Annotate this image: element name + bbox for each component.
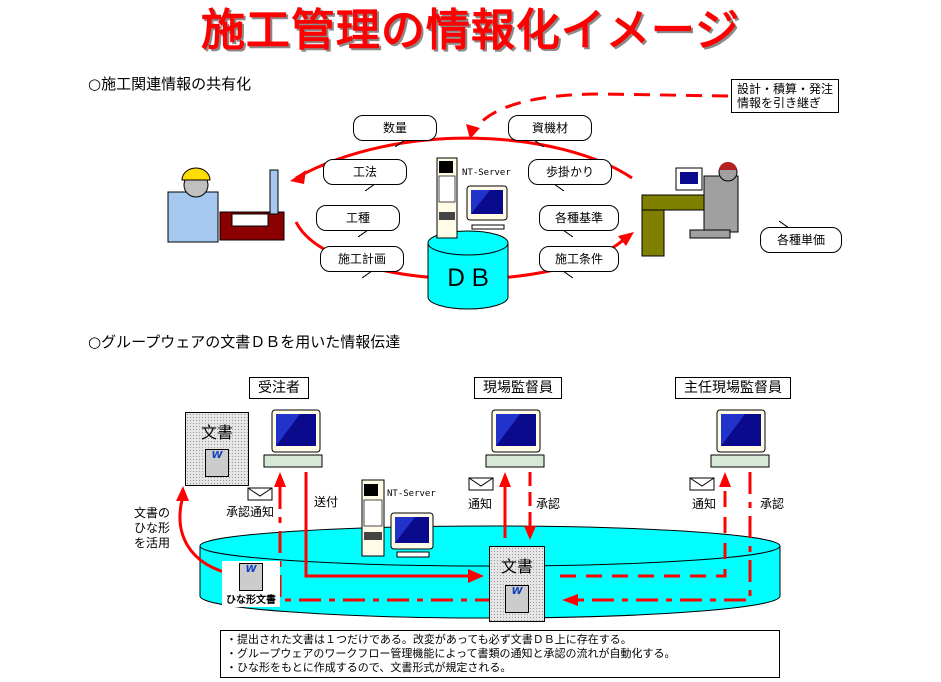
template-usage-arrow: [178, 499, 237, 577]
document-file-icon: W: [205, 449, 229, 477]
send-label: 送付: [314, 495, 339, 509]
document-label: 文書: [200, 423, 233, 442]
approve-label-1: 承認: [536, 497, 561, 511]
cycle-arrowhead-right: [618, 232, 634, 246]
template-usage-label: 文書の ひな形 を活用: [134, 506, 170, 551]
approve-label-2: 承認: [760, 497, 785, 511]
server-icon: [361, 479, 385, 557]
contractor-pc-icon: [263, 409, 323, 468]
approval-notice-arrowhead: [274, 472, 286, 487]
page-title: 施工管理の情報化イメージ: [200, 5, 741, 56]
db-document-card: 文書 W: [489, 546, 545, 622]
note-line: ・提出された文書は１つだけである。改変があっても必ず文書ＤＢ上に存在する。: [226, 633, 632, 646]
role-contractor: 受注者: [249, 377, 309, 399]
server-label: NT-Server: [462, 168, 511, 178]
template-usage-line-2: ひな形: [134, 521, 171, 535]
template-usage-line-1: 文書の: [134, 506, 171, 520]
bubble-work-type: 工種: [316, 205, 400, 237]
document-label: 文書: [500, 557, 533, 576]
handover-note-line-2: 情報を引き継ぎ: [737, 96, 822, 110]
notify-label-1: 通知: [468, 497, 493, 511]
office-worker-icon: [641, 162, 739, 257]
template-document-label: ひな形文書: [226, 595, 276, 606]
handover-dashed-arrow: [473, 92, 729, 131]
role-chief-site-supervisor: 主任現場監督員: [675, 377, 791, 399]
note-line: ・ひな形をもとに作成するので、文書形式が規定される。: [226, 661, 512, 674]
section2-graphics: [176, 409, 781, 619]
server-label: NT-Server: [387, 489, 436, 499]
approval-notice-label: 承認通知: [226, 505, 275, 519]
field-worker-icon: [167, 167, 285, 243]
handover-note: 設計・積算・発注 情報を引き継ぎ: [731, 79, 840, 113]
role-site-supervisor: 現場監督員: [474, 377, 562, 399]
handover-arrowhead: [466, 124, 480, 139]
db-label: ＤＢ: [444, 264, 492, 292]
notify-arrowhead-1: [499, 472, 511, 487]
bubble-conditions: 施工条件: [539, 246, 619, 272]
supervisor-pc-icon: [485, 409, 545, 468]
section-heading-sharing: ○施工関連情報の共有化: [88, 75, 252, 93]
send-arrowhead: [468, 569, 484, 583]
bubble-productivity: 歩掛かり: [528, 159, 612, 185]
bubble-method: 工法: [323, 159, 407, 191]
template-document: W ひな形文書: [222, 561, 280, 607]
template-usage-arrowhead: [176, 486, 189, 501]
section1-graphics: [167, 92, 739, 310]
bubble-unit-prices: 各種単価: [760, 227, 842, 253]
document-file-icon: W: [505, 585, 529, 613]
chief-supervisor-pc-icon: [710, 409, 770, 468]
monitor-icon: [466, 185, 508, 230]
bubble-quantity: 数量: [353, 115, 437, 147]
contractor-document-card: 文書 W: [185, 412, 249, 486]
notify-arrowhead-2: [719, 472, 731, 487]
monitor-icon: [390, 512, 434, 558]
envelope-icon: [247, 477, 715, 501]
notes-box: ・提出された文書は１つだけである。改変があっても必ず文書ＤＢ上に存在する。 ・グ…: [220, 630, 780, 678]
send-arrow: [304, 472, 470, 578]
approve-arrowhead-2: [562, 594, 578, 606]
section-heading-groupware: ○グループウェアの文書ＤＢを用いた情報伝達: [88, 333, 401, 351]
approve-arrowhead-1: [524, 526, 536, 540]
document-file-icon: W: [239, 563, 263, 591]
handover-note-line-1: 設計・積算・発注: [737, 82, 834, 96]
bubble-materials: 資機材: [508, 115, 592, 141]
template-usage-line-3: を活用: [134, 536, 171, 550]
notify-label-2: 通知: [692, 497, 717, 511]
bubble-standards: 各種基準: [539, 205, 619, 231]
bubble-construction-plan: 施工計画: [320, 246, 404, 278]
cycle-arrowhead-left: [290, 170, 306, 184]
notify-line-2: [560, 485, 727, 578]
server-icon: [436, 157, 458, 239]
note-line: ・グループウェアのワークフロー管理機能によって書類の通知と承認の流れが自動化する…: [226, 647, 676, 660]
